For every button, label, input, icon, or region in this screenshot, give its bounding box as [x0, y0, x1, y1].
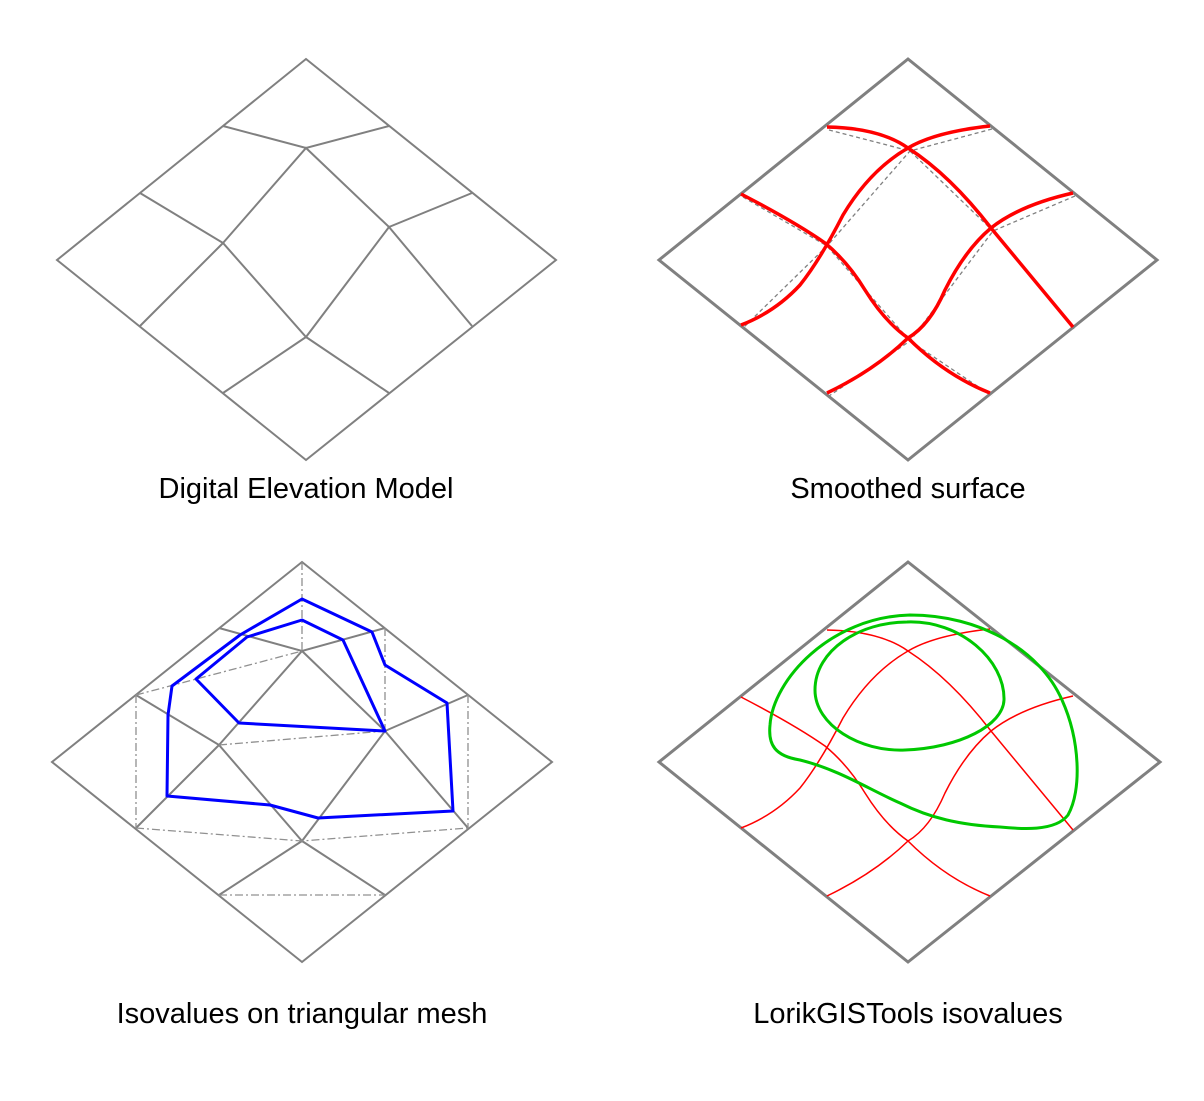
- lorik-panel: [656, 560, 1163, 964]
- tri-edge: [218, 839, 386, 896]
- guide-line: [742, 128, 993, 329]
- lorik-outline: [656, 560, 1163, 964]
- tri-edge: [135, 649, 469, 747]
- isovalue-inner-loop: [813, 620, 1006, 752]
- tri-diagonal: [218, 730, 386, 746]
- tri-diagonal: [135, 827, 469, 842]
- smoothed-curve: [826, 191, 1074, 395]
- tri-edge: [135, 729, 469, 843]
- guide-line: [828, 195, 1076, 397]
- smoothed-curve: [740, 124, 991, 327]
- tri-diagonal: [135, 650, 303, 696]
- dem-grid-line: [222, 125, 390, 150]
- grid-curve: [826, 629, 1074, 831]
- dem-outline: [55, 57, 558, 462]
- smoothed-curve: [740, 192, 991, 395]
- smoothed-curves: [740, 124, 1075, 395]
- caption-smoothed: Smoothed surface: [790, 473, 1025, 505]
- grid-curve: [740, 628, 991, 829]
- smoothed-outline: [656, 57, 1160, 462]
- guide-line: [828, 129, 1076, 331]
- dem-grid-line: [222, 335, 390, 394]
- tri-outline: [50, 560, 554, 964]
- grid-curve: [740, 696, 991, 897]
- isovalue-inner: [194, 618, 387, 733]
- caption-dem: Digital Elevation Model: [159, 473, 454, 505]
- dem-guide-lines: [742, 128, 1076, 397]
- dem-grid-line: [139, 146, 473, 245]
- isovalue-outer: [165, 597, 455, 820]
- dem-grid-line: [139, 225, 473, 339]
- isovalue-outer-loop: [768, 613, 1079, 831]
- triangular-mesh-panel: [50, 560, 554, 964]
- lorik-smoothed-grid: [740, 628, 1074, 897]
- smoothed-panel: [656, 57, 1160, 462]
- caption-lorik: LorikGISTools isovalues: [753, 998, 1062, 1030]
- smoothed-curve: [826, 125, 1075, 329]
- dem-panel: [55, 57, 558, 462]
- caption-triangular: Isovalues on triangular mesh: [117, 998, 488, 1030]
- grid-curve: [826, 695, 1074, 897]
